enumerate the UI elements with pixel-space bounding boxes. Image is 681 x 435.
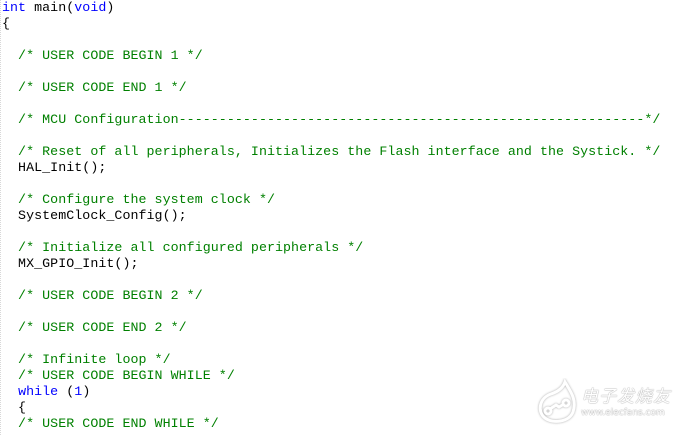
code-line[interactable]: /* USER CODE END 1 */ <box>2 80 660 96</box>
code-text: ( <box>58 384 75 399</box>
code-comment: /* USER CODE END 2 */ <box>2 320 187 335</box>
code-comment: /* MCU Configuration--------------------… <box>2 112 661 127</box>
code-line[interactable]: { <box>2 400 660 416</box>
editor-gutter <box>0 0 2 435</box>
code-line[interactable] <box>2 176 660 192</box>
code-line[interactable]: /* Reset of all peripherals, Initializes… <box>2 144 660 160</box>
code-line[interactable] <box>2 272 660 288</box>
code-line[interactable] <box>2 304 660 320</box>
code-line[interactable]: /* Configure the system clock */ <box>2 192 660 208</box>
code-line[interactable]: /* USER CODE END 2 */ <box>2 320 660 336</box>
code-text: ) <box>82 384 91 399</box>
code-line[interactable] <box>2 32 660 48</box>
code-comment: /* Initialize all configured peripherals… <box>2 240 364 255</box>
code-keyword: int <box>2 0 27 15</box>
code-line[interactable]: SystemClock_Config(); <box>2 208 660 224</box>
elecfans-logo-icon <box>538 378 576 423</box>
code-comment: /* Configure the system clock */ <box>2 192 276 207</box>
code-line[interactable]: /* USER CODE BEGIN 2 */ <box>2 288 660 304</box>
code-line[interactable] <box>2 336 660 352</box>
code-keyword: while <box>18 384 59 399</box>
code-line[interactable] <box>2 128 660 144</box>
code-line[interactable]: /* USER CODE BEGIN WHILE */ <box>2 368 660 384</box>
code-comment: /* USER CODE BEGIN WHILE */ <box>2 368 235 383</box>
code-comment: /* USER CODE END 1 */ <box>2 80 187 95</box>
code-text: main( <box>26 0 75 15</box>
code-line[interactable]: int main(void) <box>2 0 660 16</box>
code-line[interactable]: /* USER CODE END WHILE */ <box>2 416 660 432</box>
code-line[interactable] <box>2 64 660 80</box>
code-line[interactable]: MX_GPIO_Init(); <box>2 256 660 272</box>
code-comment: /* USER CODE BEGIN 1 */ <box>2 48 203 63</box>
code-line[interactable] <box>2 96 660 112</box>
code-keyword: void <box>74 0 107 15</box>
code-comment: /* Reset of all peripherals, Initializes… <box>2 144 661 159</box>
code-line[interactable] <box>2 224 660 240</box>
watermark-title: 电子发烧友 <box>581 387 671 407</box>
code-line[interactable]: /* USER CODE BEGIN 1 */ <box>2 48 660 64</box>
code-line[interactable]: /* Initialize all configured peripherals… <box>2 240 660 256</box>
code-text <box>2 384 18 399</box>
code-text: ) <box>106 0 115 15</box>
code-text: SystemClock_Config(); <box>2 208 187 223</box>
code-text: { <box>2 400 27 415</box>
code-editor[interactable]: int main(void){ /* USER CODE BEGIN 1 */ … <box>2 0 660 432</box>
code-line[interactable]: /* Infinite loop */ <box>2 352 660 368</box>
code-number: 1 <box>74 384 83 399</box>
code-comment: /* USER CODE END WHILE */ <box>2 416 219 431</box>
code-comment: /* Infinite loop */ <box>2 352 171 367</box>
code-text: { <box>2 16 11 31</box>
code-text: MX_GPIO_Init(); <box>2 256 139 271</box>
watermark: 电子发烧友 www.elecfans.com <box>535 378 675 428</box>
code-line[interactable]: /* MCU Configuration--------------------… <box>2 112 660 128</box>
code-line[interactable]: HAL_Init(); <box>2 160 660 176</box>
code-line[interactable]: while (1) <box>2 384 660 400</box>
code-text: HAL_Init(); <box>2 160 107 175</box>
code-comment: /* USER CODE BEGIN 2 */ <box>2 288 203 303</box>
code-line[interactable]: { <box>2 16 660 32</box>
watermark-url: www.elecfans.com <box>581 408 665 418</box>
